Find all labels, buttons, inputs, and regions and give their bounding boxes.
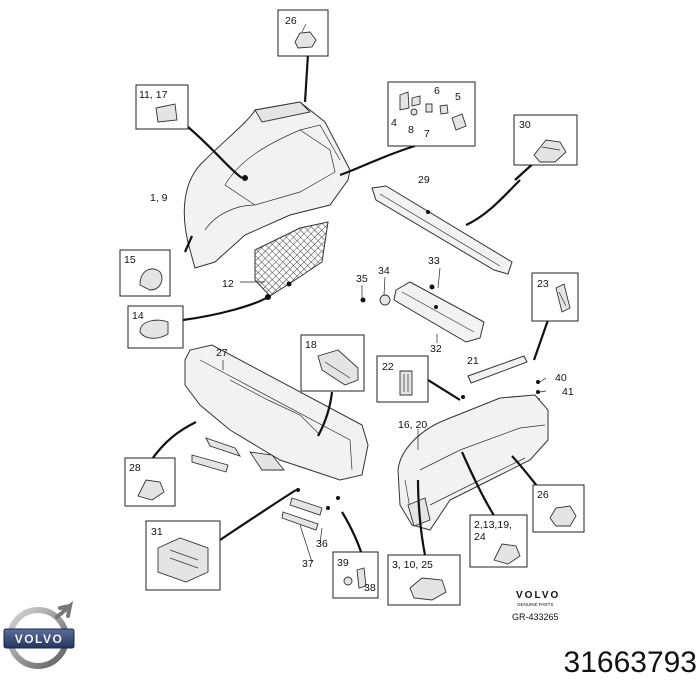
callout-box-18: 18: [300, 334, 365, 392]
callout-36-label: 36: [316, 538, 328, 550]
leader-lines: [149, 53, 550, 566]
callout-16-20-label: 16, 20: [398, 419, 427, 431]
callout-box-15: 15: [119, 249, 171, 297]
callout-41-label: 41: [562, 386, 574, 398]
callout-box-14: 14: [127, 305, 184, 349]
callout-6-label: 6: [434, 85, 440, 97]
right-side-trim-panel: [397, 394, 549, 531]
callout-35-label: 35: [356, 273, 368, 285]
small-logo-subtext: GENUINE PARTS: [517, 602, 553, 607]
callout-7-label: 7: [424, 128, 430, 140]
callout-22-label: 22: [382, 361, 394, 373]
callout-box-30: 30: [513, 114, 578, 166]
callout-12-label: 12: [222, 278, 234, 290]
callout-26-bottom-label: 26: [537, 489, 549, 501]
callout-2-13-19-24-label: 2,13,19,24: [474, 519, 512, 543]
callout-1-9-label: 1, 9: [150, 192, 168, 204]
rail-29: [371, 185, 513, 275]
bracket-32: [360, 281, 485, 343]
callout-box-2-13-19-24: 2,13,19,24: [469, 514, 528, 568]
callout-21-label: 21: [467, 355, 479, 367]
callout-23-label: 23: [537, 278, 549, 290]
callout-box-11-17: 11, 17: [135, 84, 189, 130]
callout-14-label: 14: [132, 310, 144, 322]
callout-26-top-label: 26: [285, 15, 297, 27]
callout-18-label: 18: [305, 339, 317, 351]
callout-33-label: 33: [428, 255, 440, 267]
small-logo-text: VOLVO: [516, 590, 560, 601]
callout-40-label: 40: [555, 372, 567, 384]
callout-32-label: 32: [430, 343, 442, 355]
callout-29-label: 29: [418, 174, 430, 186]
logo-wordmark: VOLVO: [15, 632, 64, 646]
callout-8-label: 8: [408, 124, 414, 136]
callout-box-26-top: 26: [277, 9, 329, 57]
callout-15-label: 15: [124, 254, 136, 266]
callout-30-label: 30: [519, 119, 531, 131]
callout-box-22: 22: [376, 355, 429, 403]
callout-box-3-10-25: 3, 10, 25: [387, 554, 461, 606]
callout-box-28: 28: [124, 457, 176, 507]
callout-31-label: 31: [151, 526, 163, 538]
volvo-genuine-parts-mark: VOLVO GENUINE PARTS: [516, 590, 560, 607]
callout-27-label: 27: [216, 347, 228, 359]
callout-37-label: 37: [302, 558, 314, 570]
callout-box-23: 23: [531, 272, 579, 322]
callout-5-label: 5: [455, 91, 461, 103]
cargo-net: [254, 221, 329, 300]
callout-34-label: 34: [378, 265, 390, 277]
volvo-logo: VOLVO: [3, 600, 75, 669]
rear-sill-panel-27: [184, 344, 369, 531]
callout-box-39-38: 39 38: [332, 551, 379, 599]
callout-box-4-8: 4 6 5 8 7: [387, 81, 476, 147]
diagram-reference: GR-433265: [512, 612, 559, 622]
callout-38-label: 38: [364, 582, 376, 594]
callout-28-label: 28: [129, 462, 141, 474]
part-number: 31663793: [563, 646, 697, 679]
callout-box-26-bottom: 26: [532, 484, 585, 533]
callout-39-label: 39: [337, 557, 349, 569]
callout-4-label: 4: [391, 117, 397, 129]
callout-11-17-label: 11, 17: [139, 89, 168, 101]
callout-3-10-25-label: 3, 10, 25: [392, 559, 433, 571]
callout-box-31: 31: [145, 520, 221, 591]
